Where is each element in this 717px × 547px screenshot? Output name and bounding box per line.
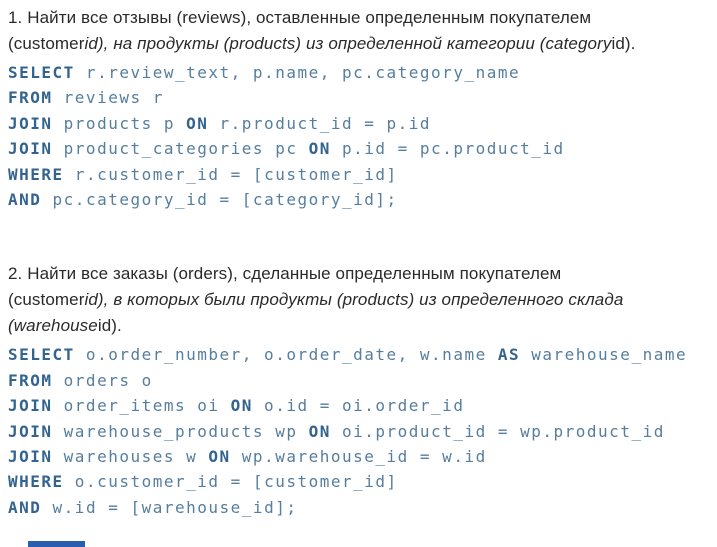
sql-keyword: FROM [8, 88, 53, 108]
document: 1. Найти все отзывы (reviews), оставленн… [8, 5, 713, 520]
sql-text: r.product_id = p.id [208, 113, 432, 133]
sql-keyword: AS [497, 345, 521, 365]
sql-text: r.customer_id = [customer_id] [63, 164, 398, 184]
sql-text: warehouse_products wp [52, 421, 309, 441]
task-2: 2. Найти все заказы (orders), сделанные … [8, 261, 713, 520]
sql-keyword: ON [186, 113, 209, 133]
title-segment: (warehouse [8, 316, 98, 336]
task-1-sql-code-block: SELECT r.review_text, p.name, pc.categor… [8, 60, 713, 212]
sql-text: pc.category_id = [category_id]; [41, 190, 398, 210]
sql-keyword: JOIN [8, 113, 53, 133]
sql-keyword: ON [308, 139, 331, 159]
sql-text: wp.warehouse_id = w.id [230, 447, 487, 467]
sql-text: o.customer_id = [customer_id] [63, 472, 398, 492]
sql-keyword: AND [8, 190, 42, 210]
sql-keyword: AND [8, 497, 42, 517]
sql-keyword: JOIN [8, 139, 53, 159]
sql-text: orders o [52, 370, 153, 390]
sql-keyword: ON [308, 421, 331, 441]
task-2-sql-code-block: SELECT o.order_number, o.order_date, w.n… [8, 342, 713, 520]
sql-text: p.id = pc.product_id [330, 139, 565, 159]
sql-keyword: ON [230, 396, 253, 416]
sql-keyword: SELECT [8, 345, 75, 365]
sql-keyword: WHERE [8, 472, 64, 492]
sql-keyword: SELECT [8, 63, 75, 82]
sql-keyword: FROM [8, 370, 53, 390]
title-segment: id), в которых были продукты (products) … [84, 290, 624, 310]
title-segment: id). [611, 34, 636, 53]
sql-text: reviews r [52, 88, 164, 108]
sql-text: o.id = oi.order_id [252, 396, 465, 416]
sql-keyword: JOIN [8, 396, 53, 416]
task-2-title: 2. Найти все заказы (orders), сделанные … [8, 261, 713, 339]
task-1-title: 1. Найти все отзывы (reviews), оставленн… [8, 5, 713, 57]
sql-text: o.order_number, o.order_date, w.name [74, 345, 498, 365]
title-segment: id), на продукты (products) из определен… [84, 34, 612, 53]
selection-artifact [28, 541, 85, 547]
title-segment: (customer [8, 34, 85, 53]
title-segment: 2. Найти все заказы (orders), сделанные … [8, 264, 562, 284]
sql-text: oi.product_id = wp.product_id [330, 421, 665, 441]
title-segment: (customer [8, 290, 85, 310]
sql-keyword: WHERE [8, 164, 64, 184]
sql-keyword: JOIN [8, 421, 53, 441]
sql-text: products p [52, 113, 187, 133]
title-segment: 1. Найти все отзывы (reviews), оставленн… [8, 8, 592, 27]
task-1: 1. Найти все отзывы (reviews), оставленн… [8, 5, 713, 212]
sql-text: warehouse_name [520, 345, 688, 365]
sql-keyword: JOIN [8, 447, 53, 467]
sql-text: r.review_text, p.name, pc.category_name [74, 63, 521, 82]
sql-keyword: ON [208, 447, 231, 467]
sql-text: order_items oi [52, 396, 231, 416]
title-segment: id). [97, 316, 122, 336]
sql-text: warehouses w [52, 447, 209, 467]
sql-text: w.id = [warehouse_id]; [41, 497, 298, 517]
sql-text: product_categories pc [52, 139, 309, 159]
